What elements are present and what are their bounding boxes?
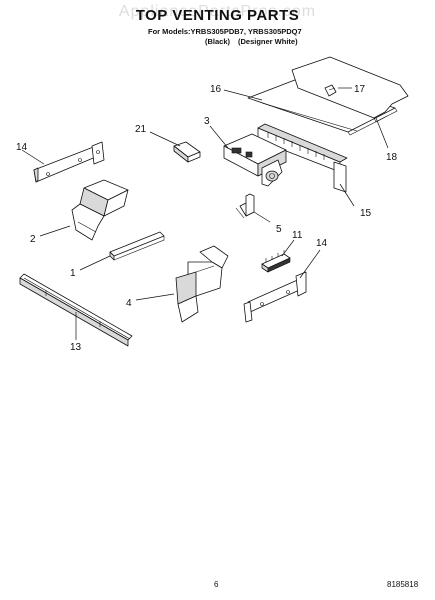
part-2-duct [71, 179, 129, 241]
part-15-vent-bracket [257, 123, 348, 193]
page-title: TOP VENTING PARTS [135, 7, 300, 24]
part-11-terminal-block [261, 250, 291, 273]
callout-15: 15 [360, 208, 372, 219]
watermark: AppliancePartsPros.com [118, 3, 317, 20]
callout-16: 16 [210, 84, 222, 95]
callout-3: 3 [204, 116, 210, 127]
callout-13: 13 [70, 342, 82, 353]
part-14-left-bracket [33, 141, 105, 183]
leader-lines [21, 87, 389, 340]
part-13-long-rail [19, 273, 133, 347]
part-16-top-panel [247, 77, 398, 136]
part-3-vent-motor [223, 133, 287, 187]
callout-11: 11 [292, 230, 303, 241]
part-14-right-bracket [243, 271, 307, 323]
callout-4: 4 [126, 298, 132, 309]
callout-5: 5 [276, 224, 282, 235]
color-black-label: (Black) [205, 37, 231, 46]
part-18-duct-cover [291, 56, 409, 123]
document-code: 8185818 [387, 580, 419, 589]
page-number: 6 [214, 580, 219, 589]
callout-2: 2 [30, 234, 36, 245]
part-4-duct-bracket [175, 245, 229, 323]
callout-1: 1 [70, 268, 76, 279]
part-17-clip [324, 84, 337, 97]
models-line: For Models:YRBS305PDB7, YRBS305PDQ7 [148, 27, 302, 36]
callout-14-upper: 14 [16, 142, 28, 153]
color-white-label: (Designer White) [238, 37, 298, 46]
part-21-block [173, 141, 201, 163]
callout-18: 18 [386, 152, 398, 163]
part-1-flat-bar [109, 231, 165, 261]
callout-14-lower: 14 [316, 238, 328, 249]
part-5-small-bracket [235, 193, 255, 219]
callout-21: 21 [135, 124, 147, 135]
callout-17: 17 [354, 84, 366, 95]
